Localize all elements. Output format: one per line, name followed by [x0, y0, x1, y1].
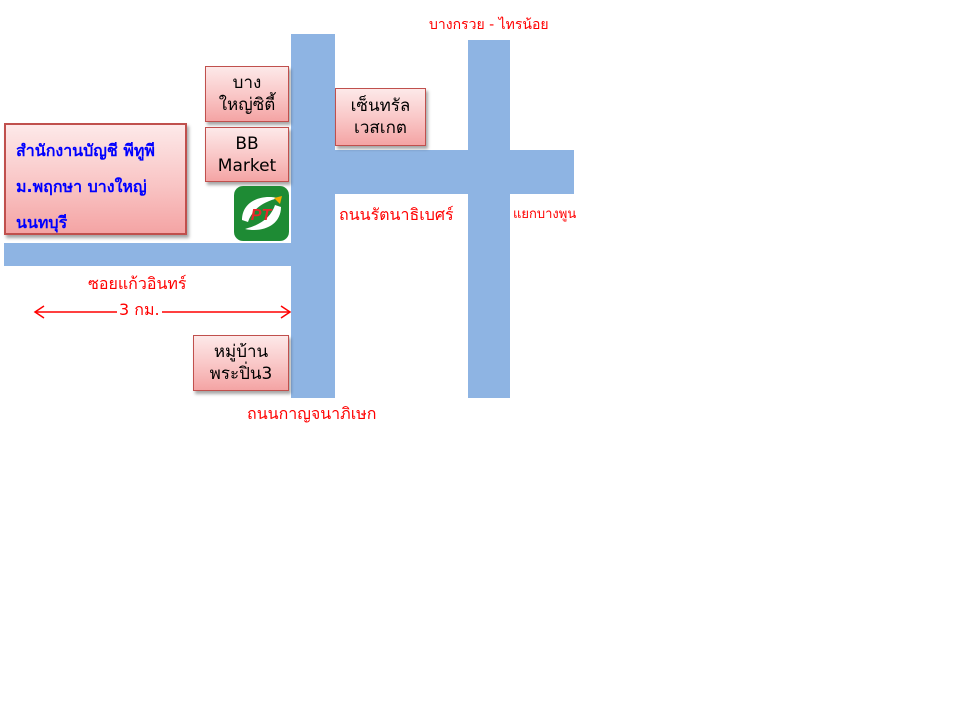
landmark-central-westgate-line2: เวสเกต [354, 118, 407, 138]
landmark-phra-pin-village-line1: หมู่บ้าน [213, 342, 269, 362]
landmark-bang-yai-city-line1: บาง [232, 73, 262, 93]
road-soi-kaew-in [4, 243, 291, 266]
landmark-bang-yai-city: บาง ใหญ่ซิตี้ [205, 66, 289, 122]
landmark-central-westgate-line1: เซ็นทรัล [350, 96, 411, 116]
distance-arrow [33, 305, 292, 319]
distance-label: 3 กม. [117, 300, 162, 320]
landmark-bb-market-line2: Market [217, 155, 277, 176]
pt-logo-icon: PT [234, 186, 289, 241]
road-rattanathibet [335, 150, 574, 194]
label-yaek-bang-phun: แยกบางพูน [513, 207, 577, 222]
landmark-central-westgate: เซ็นทรัล เวสเกต [335, 88, 426, 146]
road-kanchanaphisek [291, 34, 335, 398]
landmark-phra-pin-village-line2: พระปิ่น3 [209, 364, 273, 384]
label-soi-kaew-in: ซอยแก้วอินทร์ [88, 274, 187, 293]
office-location-box: สำนักงานบัญชี พีทูพี ม.พฤกษา บางใหญ่ นนท… [4, 123, 187, 235]
office-village: ม.พฤกษา บางใหญ่ [16, 177, 147, 196]
label-rattanathibet: ถนนรัตนาธิเบศร์ [339, 205, 454, 224]
landmark-phra-pin-village: หมู่บ้าน พระปิ่น3 [193, 335, 289, 391]
pt-logo-text: PT [251, 207, 273, 224]
office-province: นนทบุรี [16, 213, 68, 232]
landmark-bb-market-line1: BB [235, 133, 259, 154]
landmark-bb-market: BB Market [205, 127, 289, 182]
pt-gas-station-logo: PT [234, 186, 289, 241]
label-bang-kruai-sai-noi: บางกรวย - ไทรน้อย [429, 17, 549, 33]
landmark-bang-yai-city-line2: ใหญ่ซิตี้ [218, 95, 276, 115]
label-kanchanaphisek: ถนนกาญจนาภิเษก [247, 404, 377, 423]
office-name: สำนักงานบัญชี พีทูพี [16, 141, 155, 160]
road-bang-kruai-sai-noi [468, 40, 510, 398]
